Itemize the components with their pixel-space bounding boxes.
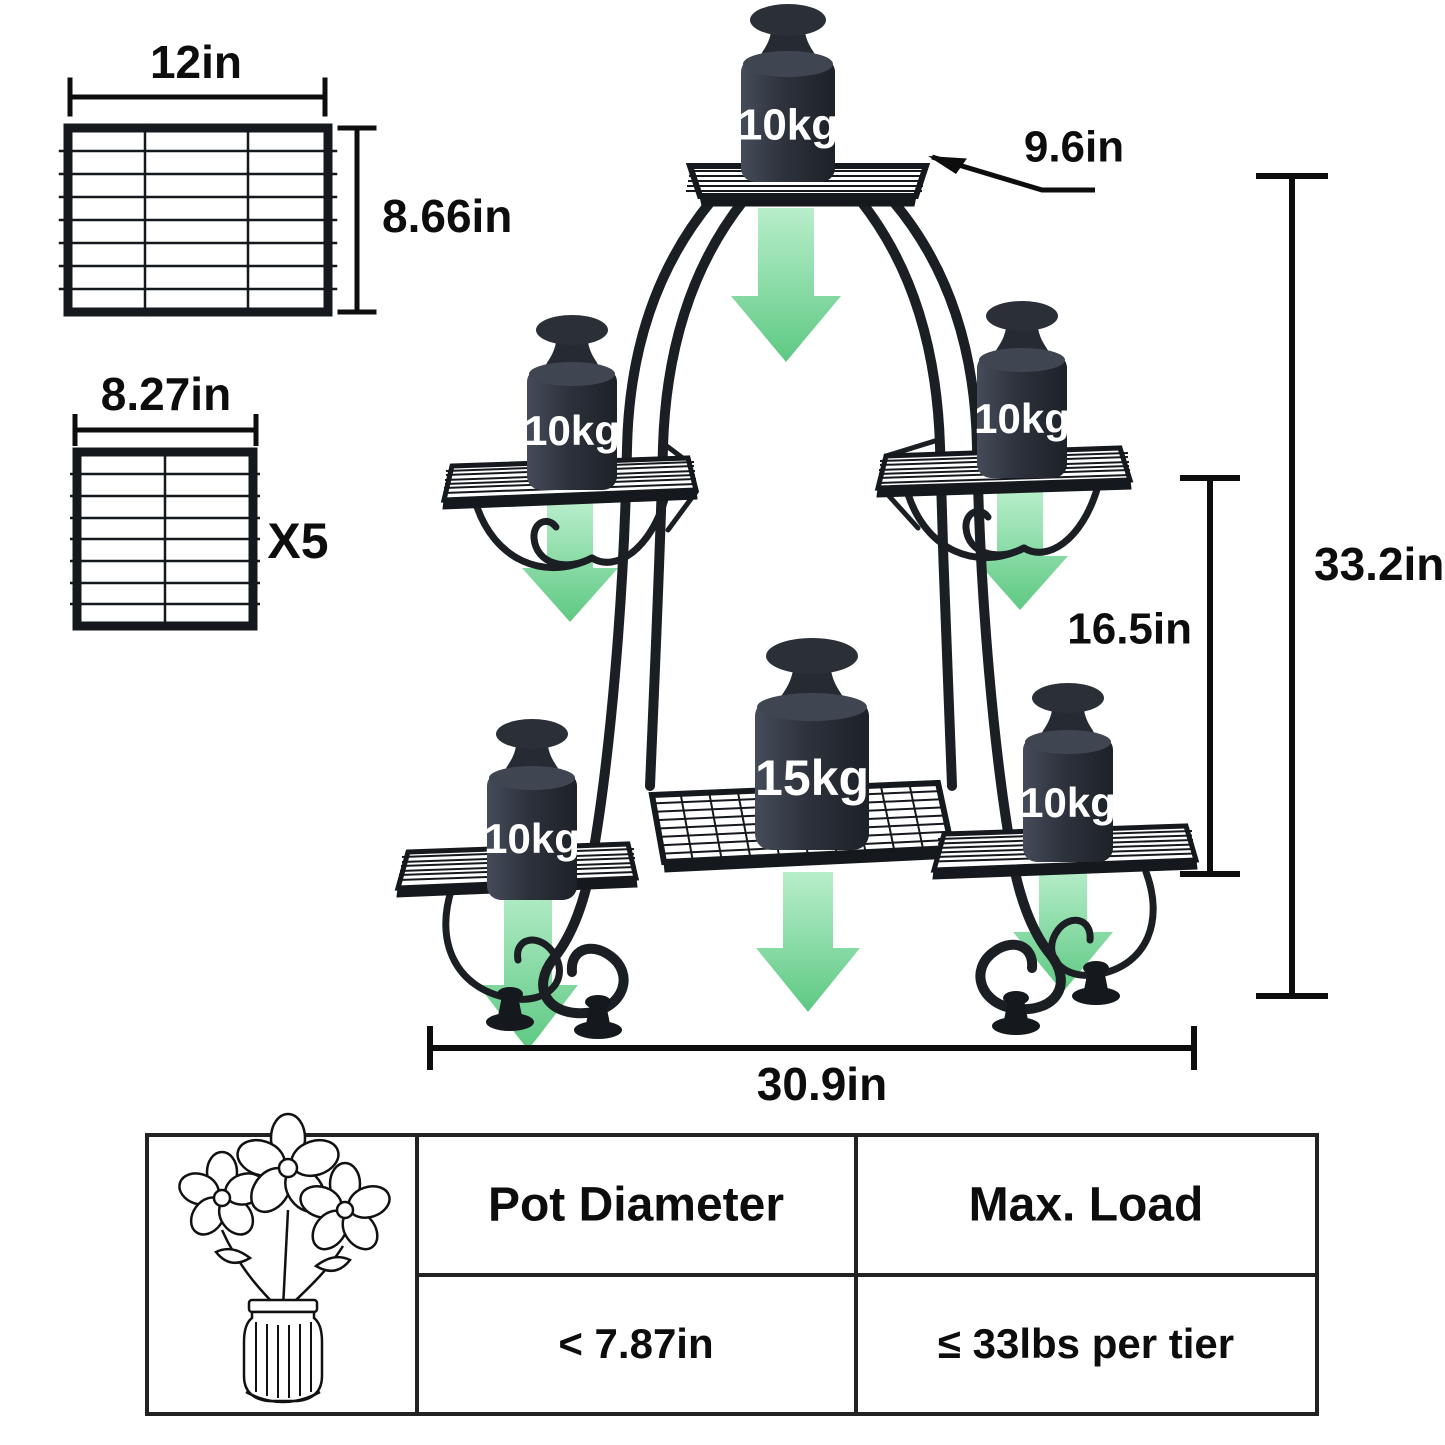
weight-top: 10kg [738, 4, 838, 182]
leader-arrowhead [928, 156, 967, 174]
dim-top-depth: 9.6in [928, 123, 1124, 193]
stand-weights: 10kg 10kg 10kg [484, 4, 1116, 900]
top-depth-label: 9.6in [1024, 123, 1124, 172]
pot-diameter-header: Pot Diameter [488, 1179, 784, 1232]
plant-stand-illustration: 10kg 10kg 10kg [394, 4, 1200, 1039]
spec-table: Pot Diameter Max. Load < 7.87in ≤ 33lbs … [145, 1112, 1319, 1416]
weight-bottom-center: 15kg [755, 638, 869, 850]
large-shelf-panel-diagram: 12in 8.66in [58, 36, 512, 317]
large-width-label: 12in [150, 36, 242, 88]
stand-feet [486, 961, 1120, 1039]
flower-vase-icon [178, 1112, 391, 1404]
weight-mid-right: 10kg [974, 301, 1070, 478]
foot [574, 995, 622, 1039]
dim-small-width [72, 414, 259, 446]
weight-bottom-left-label: 10kg [484, 815, 580, 862]
leg-front-right [887, 195, 1066, 1015]
overall-height-label: 33.2in [1314, 538, 1444, 590]
overall-width-label: 30.9in [757, 1058, 887, 1110]
pot-diameter-value: < 7.87in [558, 1320, 713, 1367]
scroll-brackets [442, 437, 1157, 1003]
max-load-header: Max. Load [969, 1179, 1204, 1232]
dim-tier-spacing [1180, 475, 1240, 877]
weight-bottom-center-label: 15kg [755, 750, 869, 806]
foot [486, 987, 534, 1031]
dim-large-height [337, 125, 377, 315]
small-quantity-label: X5 [267, 513, 328, 569]
weight-mid-left-label: 10kg [524, 407, 620, 454]
weight-top-label: 10kg [738, 101, 838, 150]
foot [1072, 961, 1120, 1005]
weight-bottom-left: 10kg [484, 719, 580, 900]
small-shelf-panel-diagram: 8.27in X5 [70, 368, 329, 631]
weight-bottom-right: 10kg [1020, 683, 1116, 862]
vase [242, 1298, 324, 1404]
large-grid-panel [58, 123, 338, 317]
small-width-label: 8.27in [101, 368, 231, 420]
weight-mid-right-label: 10kg [974, 395, 1070, 442]
max-load-value: ≤ 33lbs per tier [938, 1320, 1234, 1367]
dimension-annotations: 9.6in 33.2in 16.5in 30.9in [427, 123, 1444, 1110]
small-grid-panel [70, 447, 260, 631]
arrow-bottom-center [756, 872, 860, 1012]
flower [299, 1161, 391, 1251]
weight-mid-left: 10kg [524, 315, 620, 490]
dim-overall-width [427, 1026, 1197, 1070]
tier-spacing-label: 16.5in [1067, 605, 1192, 654]
dim-large-width [67, 77, 328, 117]
large-height-label: 8.66in [382, 190, 512, 242]
arrow-top [731, 208, 841, 362]
weight-bottom-right-label: 10kg [1020, 779, 1116, 826]
dim-overall-height [1256, 173, 1328, 999]
foot [992, 991, 1040, 1035]
leg-back-right [855, 195, 957, 791]
